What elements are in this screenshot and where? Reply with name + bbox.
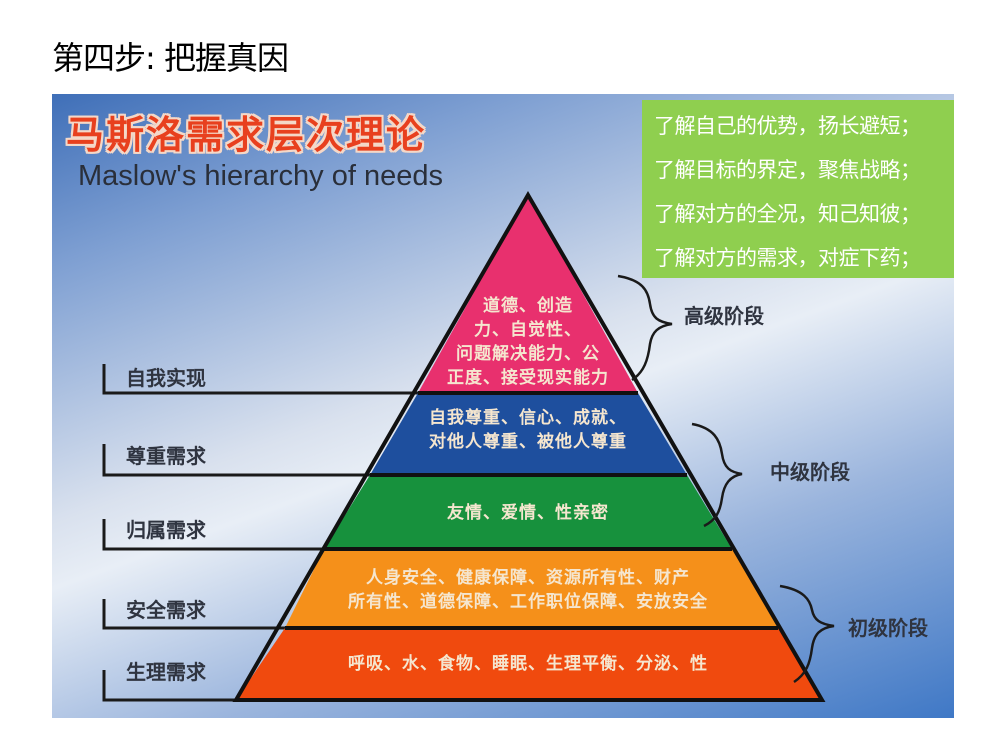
layer-line: 力、自觉性、 <box>474 320 582 340</box>
callout-box: 了解自己的优势，扬长避短； 了解目标的界定，聚焦战略； 了解对方的全况，知己知彼… <box>642 100 954 278</box>
stage-label-intermediate: 中级阶段 <box>770 460 850 484</box>
layer-esteem <box>370 393 687 475</box>
maslow-figure: 马斯洛需求层次理论 Maslow's hierarchy of needs 了解… <box>52 94 954 718</box>
layer-line: 所有性、道德保障、工作职位保障、安放安全 <box>348 592 708 612</box>
layer-line: 友情、爱情、性亲密 <box>447 503 609 523</box>
layer-belonging <box>324 475 732 549</box>
figure-title-chinese: 马斯洛需求层次理论 <box>66 113 427 157</box>
stage-braces <box>617 274 835 684</box>
pyramid-graphic <box>102 191 835 702</box>
layer-line: 问题解决能力、公 <box>456 344 600 364</box>
layer-line: 对他人尊重、被他人尊重 <box>429 432 627 452</box>
callout-line: 了解对方的全况，知己知彼； <box>654 202 921 226</box>
figure-title-english: Maslow's hierarchy of needs <box>78 160 443 192</box>
slide-title: 第四步: 把握真因 <box>52 39 289 77</box>
callout-line: 了解目标的界定，聚焦战略； <box>654 158 921 182</box>
layer-line: 正度、接受现实能力 <box>447 368 609 388</box>
layer-self-actualization <box>418 195 638 393</box>
layer-text-esteem: 自我尊重、信心、成就、 对他人尊重、被他人尊重 <box>398 406 658 454</box>
layer-line: 道德、创造 <box>483 296 573 316</box>
level-label-self-actualization: 自我实现 <box>126 366 206 390</box>
level-label-esteem: 尊重需求 <box>126 444 206 468</box>
layer-text-safety: 人身安全、健康保障、资源所有性、财产 所有性、道德保障、工作职位保障、安放安全 <box>288 566 768 614</box>
level-label-safety: 安全需求 <box>126 598 206 622</box>
layer-line: 自我尊重、信心、成就、 <box>429 408 627 428</box>
layer-text-physiological: 呼吸、水、食物、睡眠、生理平衡、分泌、性 <box>268 652 788 676</box>
layer-line: 人身安全、健康保障、资源所有性、财产 <box>366 568 690 588</box>
layer-line: 呼吸、水、食物、睡眠、生理平衡、分泌、性 <box>348 654 708 674</box>
level-label-physiological: 生理需求 <box>126 660 206 684</box>
layer-safety <box>285 549 778 628</box>
stage-label-primary: 初级阶段 <box>848 616 928 640</box>
callout-line: 了解对方的需求，对症下药； <box>654 246 921 270</box>
layer-text-belonging: 友情、爱情、性亲密 <box>348 501 708 525</box>
level-label-belonging: 归属需求 <box>126 518 206 542</box>
stage-label-advanced: 高级阶段 <box>684 304 764 328</box>
layer-physiological <box>236 628 822 700</box>
callout-line: 了解自己的优势，扬长避短； <box>654 114 921 138</box>
layer-text-self-actualization: 道德、创造 力、自觉性、 问题解决能力、公 正度、接受现实能力 <box>428 294 628 390</box>
level-leader-lines <box>102 364 418 702</box>
